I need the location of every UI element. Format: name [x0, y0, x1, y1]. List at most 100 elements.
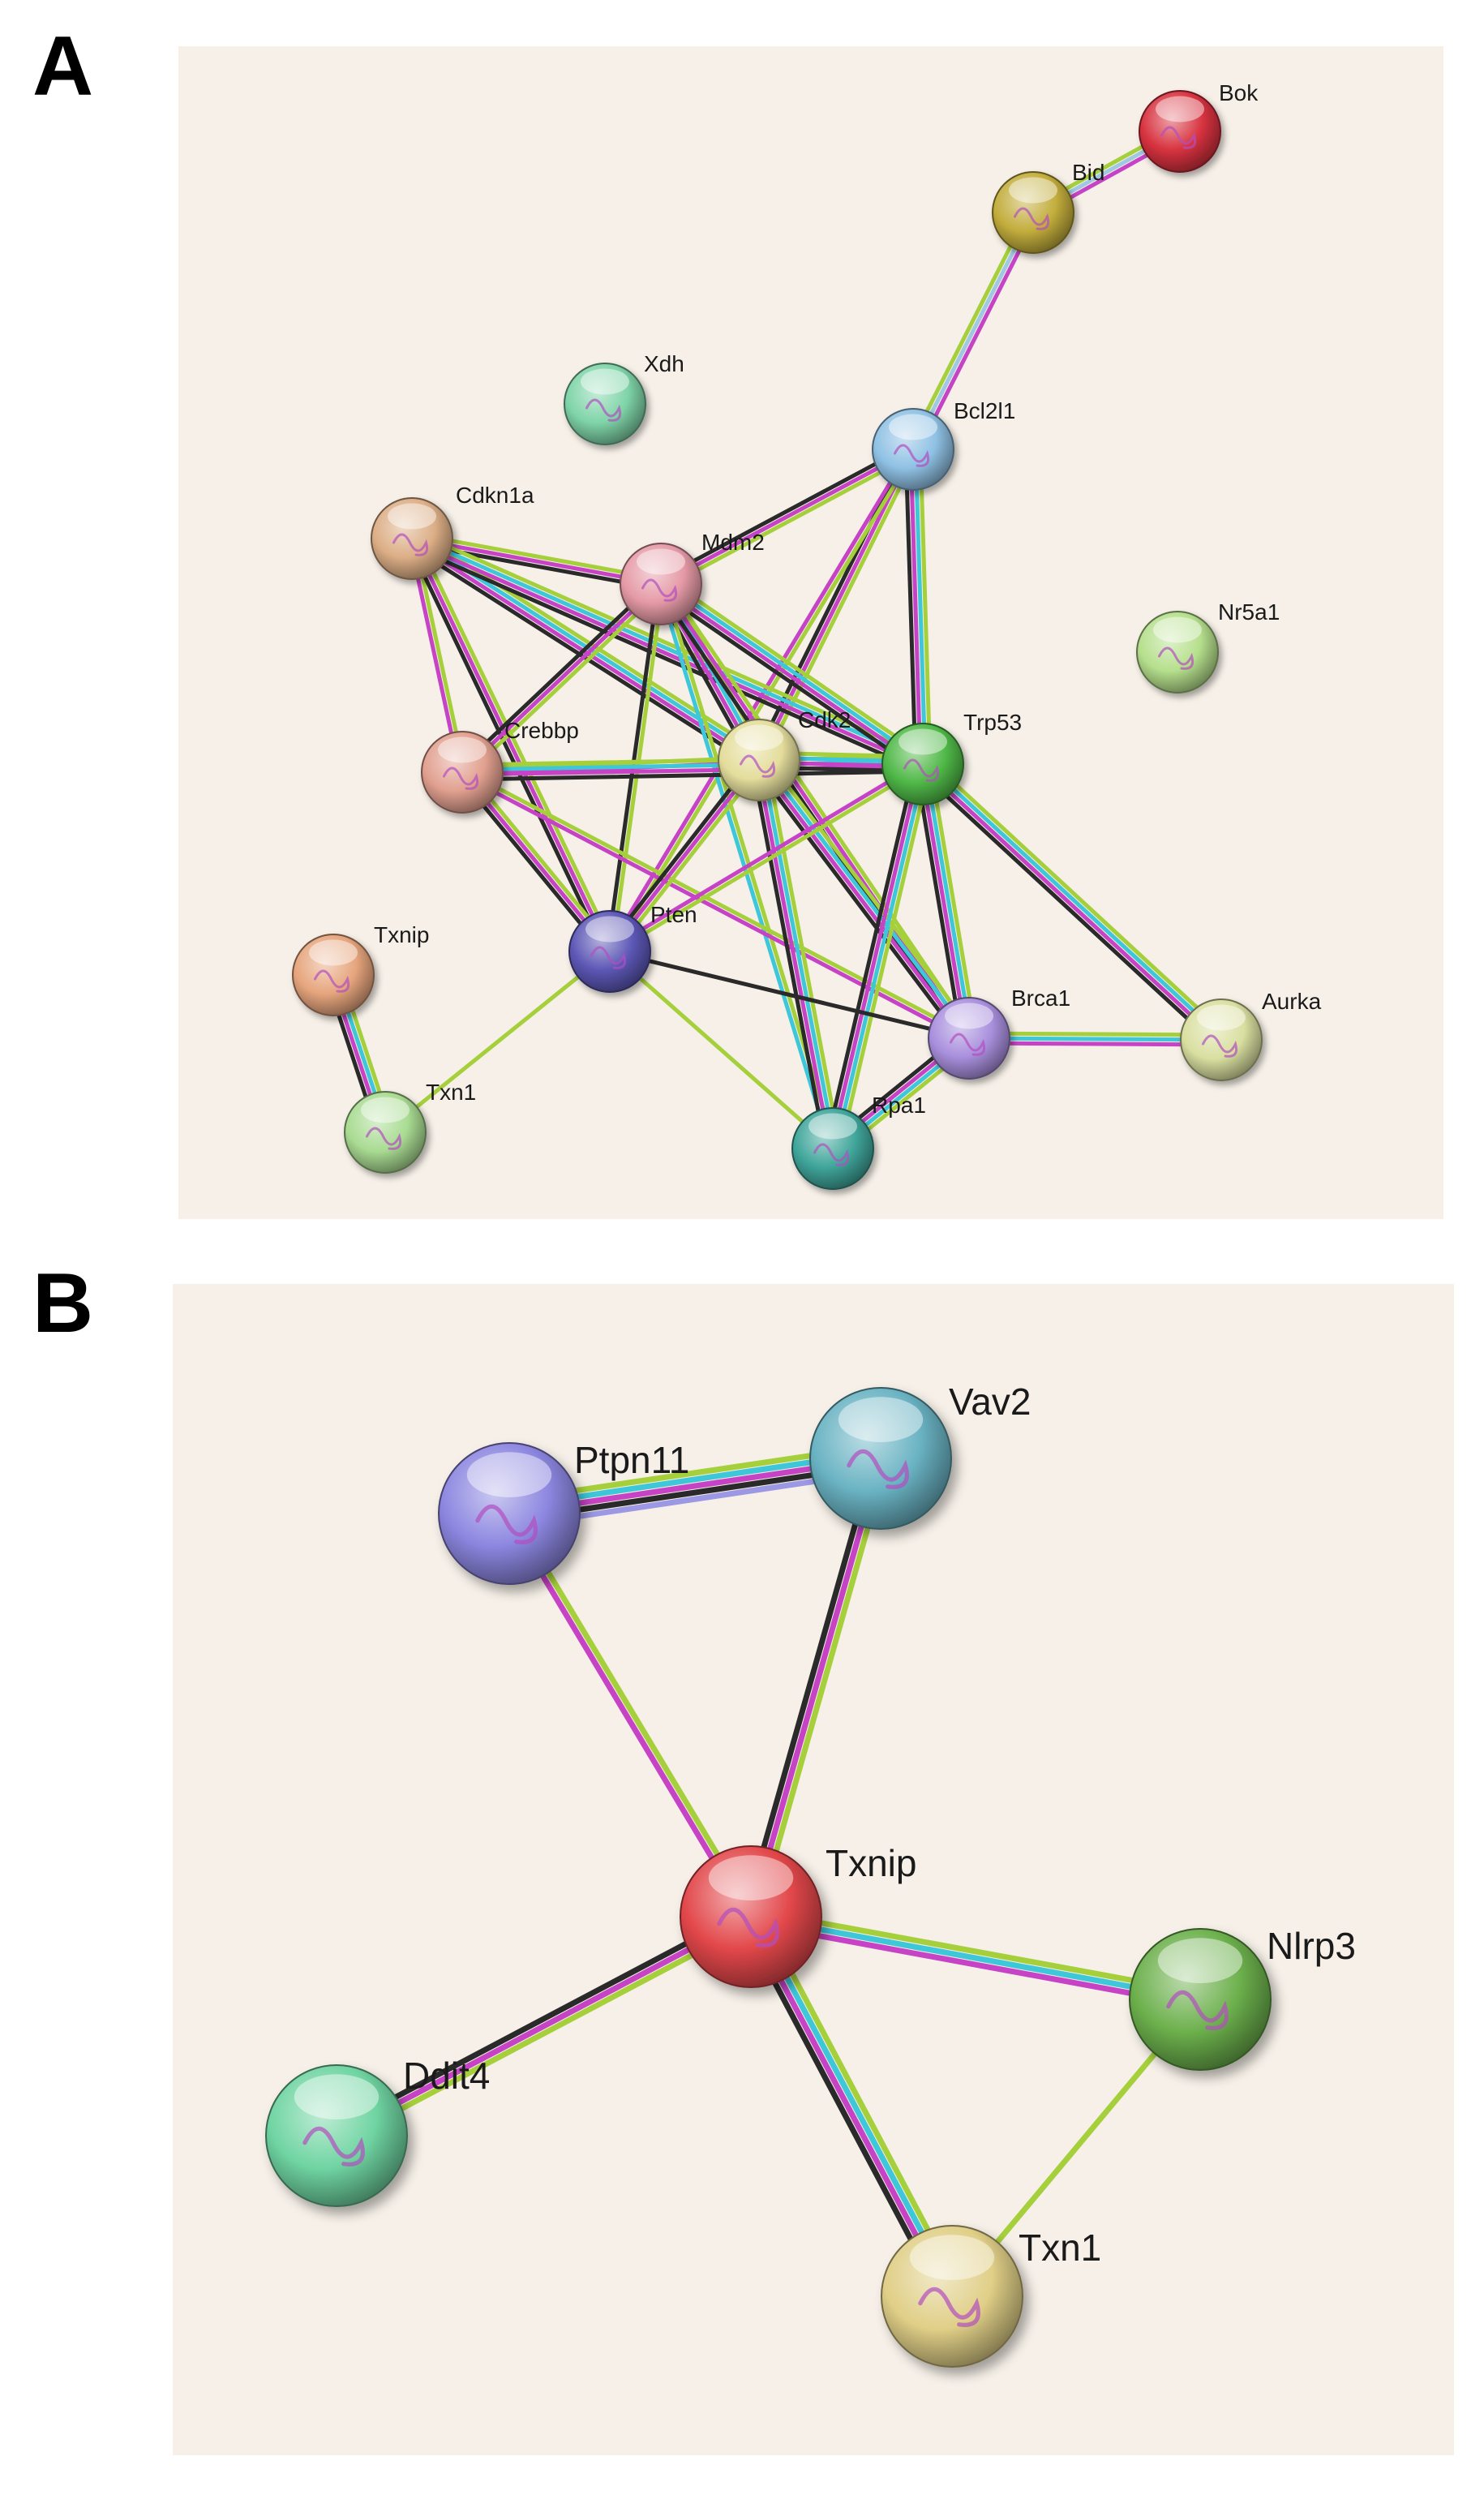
edge-evidence-line — [663, 576, 929, 761]
node-ball[interactable] — [265, 2064, 408, 2207]
edge-cdk2-rpa1 — [749, 756, 843, 1153]
node-txn1[interactable]: Txn1 — [344, 1080, 476, 1174]
edge-evidence-line — [606, 759, 924, 951]
panel-letter-b: B — [32, 1256, 94, 1351]
node-ddit4[interactable]: Ddit4 — [265, 2055, 490, 2207]
node-label: Txnip — [374, 922, 429, 947]
node-gloss — [808, 1113, 857, 1140]
protein-structure-icon — [740, 754, 776, 778]
node-ball[interactable] — [992, 171, 1074, 254]
node-gloss — [1157, 1938, 1243, 1983]
node-label: Crebbp — [504, 718, 579, 743]
node-txnip[interactable]: Txnip — [292, 922, 429, 1016]
node-ball[interactable] — [438, 1442, 581, 1585]
node-txnip[interactable]: Txnip — [680, 1842, 916, 1988]
node-cdk2[interactable]: Cdk2 — [718, 707, 851, 801]
node-label: Pten — [650, 902, 697, 927]
edge-evidence-line — [413, 530, 929, 760]
edge-evidence-line — [410, 531, 664, 582]
edge-pten-rpa1 — [607, 949, 835, 1151]
edge-trp53-aurka — [916, 756, 1229, 1048]
node-bok[interactable]: Bok — [1139, 80, 1259, 173]
edge-evidence-line — [762, 754, 977, 1037]
edge-evidence-line — [925, 756, 1229, 1037]
node-mdm2[interactable]: Mdm2 — [620, 530, 765, 625]
node-ball[interactable] — [292, 934, 375, 1016]
node-gloss — [899, 728, 947, 755]
node-gloss — [708, 1855, 794, 1900]
node-gloss — [466, 1452, 552, 1497]
node-ball[interactable] — [1139, 90, 1221, 173]
edge-trp53-pten — [606, 759, 927, 956]
node-aurka[interactable]: Aurka — [1180, 989, 1322, 1081]
node-brca1[interactable]: Brca1 — [928, 986, 1070, 1080]
node-ptpn11[interactable]: Ptpn11 — [438, 1439, 689, 1585]
edge-trp53-brca1 — [913, 761, 979, 1041]
protein-structure-icon — [1166, 1990, 1229, 2030]
node-ball[interactable] — [344, 1091, 427, 1174]
edge-cdkn1a-pten — [405, 534, 616, 956]
edge-ptpn11-txnip — [504, 1509, 757, 1922]
edge-evidence-line — [460, 582, 663, 775]
node-ball[interactable] — [371, 497, 453, 580]
edge-evidence-line — [967, 1036, 1224, 1042]
node-ball[interactable] — [620, 543, 702, 625]
node-ball[interactable] — [564, 363, 646, 445]
node-label: Nlrp3 — [1267, 1925, 1356, 1967]
edge-evidence-line — [919, 763, 1222, 1044]
node-ball[interactable] — [881, 2225, 1023, 2368]
node-pten[interactable]: Pten — [568, 902, 697, 993]
node-ball[interactable] — [809, 1387, 952, 1530]
edge-evidence-line — [918, 762, 969, 1041]
node-trp53[interactable]: Trp53 — [881, 710, 1022, 805]
node-nlrp3[interactable]: Nlrp3 — [1129, 1925, 1356, 2071]
edge-evidence-line — [749, 759, 828, 1153]
edge-evidence-line — [748, 1907, 1204, 1996]
node-ball[interactable] — [1136, 611, 1219, 694]
node-ball[interactable] — [881, 723, 964, 805]
node-gloss — [889, 414, 937, 440]
edge-evidence-line — [755, 759, 970, 1042]
edge-pten-brca1 — [607, 949, 971, 1041]
edge-evidence-line — [504, 1512, 752, 1922]
edge-evidence-line — [383, 949, 612, 1135]
node-label: Brca1 — [1011, 986, 1070, 1011]
protein-structure-icon — [1202, 1034, 1238, 1058]
node-ball[interactable] — [872, 408, 954, 491]
node-gloss — [309, 939, 358, 966]
node-ball[interactable] — [1180, 998, 1263, 1081]
node-xdh[interactable]: Xdh — [564, 351, 684, 445]
edge-evidence-line — [918, 447, 933, 767]
node-crebbp[interactable]: Crebbp — [421, 718, 579, 814]
node-gloss — [1009, 177, 1057, 204]
node-bid[interactable]: Bid — [992, 160, 1104, 254]
edge-evidence-line — [754, 758, 833, 1152]
node-ball[interactable] — [791, 1107, 874, 1190]
node-bcl2l1[interactable]: Bcl2l1 — [872, 398, 1015, 491]
node-cdkn1a[interactable]: Cdkn1a — [371, 483, 534, 580]
node-nr5a1[interactable]: Nr5a1 — [1136, 599, 1280, 694]
edge-evidence-line — [337, 1919, 757, 2145]
node-ball[interactable] — [1129, 1928, 1272, 2071]
node-ball[interactable] — [718, 719, 800, 801]
protein-structure-icon — [1158, 646, 1194, 670]
node-ball[interactable] — [680, 1845, 822, 1988]
node-rpa1[interactable]: Rpa1 — [791, 1093, 926, 1190]
node-ball[interactable] — [421, 731, 504, 814]
edge-evidence-line — [409, 541, 663, 591]
node-ball[interactable] — [928, 997, 1010, 1080]
edge-evidence-line — [747, 1920, 1203, 2009]
node-gloss — [1197, 1004, 1246, 1031]
node-gloss — [637, 548, 685, 575]
edge-evidence-line — [757, 1909, 964, 2295]
edge-evidence-line — [751, 1912, 959, 2298]
node-label: Xdh — [644, 351, 684, 376]
node-ball[interactable] — [568, 910, 651, 993]
edge-mdm2-trp53 — [654, 576, 929, 772]
node-txn1[interactable]: Txn1 — [881, 2225, 1101, 2368]
node-vav2[interactable]: Vav2 — [809, 1381, 1031, 1530]
edge-evidence-line — [967, 1031, 1224, 1037]
edge-evidence-line — [744, 1915, 952, 2301]
edge-evidence-line — [461, 767, 972, 1038]
